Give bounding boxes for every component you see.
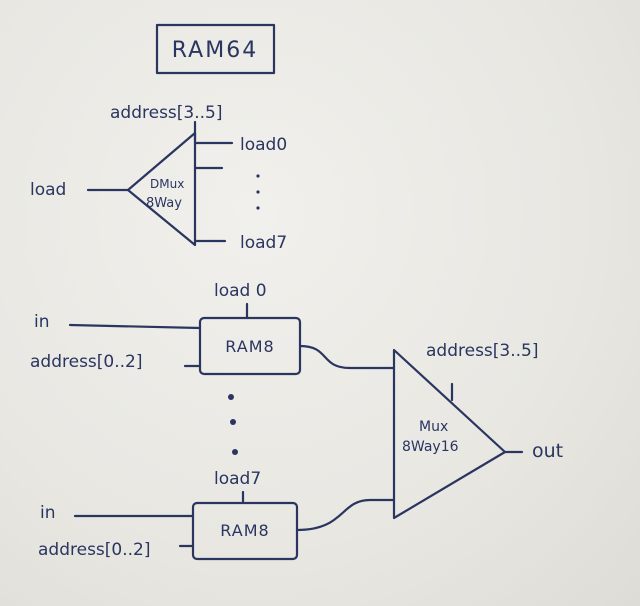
ram-bottom-label: RAM8 [220,521,269,540]
ram-top-load-label: load 0 [214,281,267,301]
ram-bottom-to-mux-wire [295,498,396,532]
ram-bottom-in-label: in [40,503,56,523]
title: RAM64 [172,38,258,63]
ram-bottom-load-label: load7 [214,469,261,489]
ram-dot-3 [232,449,238,455]
dmux-input-label: load [30,180,66,200]
dmux-out-label-0: load0 [240,135,287,155]
title-box [155,23,276,75]
dmux-select-label: address[3..5] [110,103,223,123]
dmux-out-label-7: load7 [240,233,287,253]
ram-bottom-address-label: address[0..2] [38,540,151,560]
mux-select-label: address[3..5] [426,341,539,361]
mux-label-2: 8Way16 [402,439,459,455]
ram-top-in-label: in [34,312,50,332]
dmux-dot-1 [256,174,260,178]
ram-top-label: RAM8 [225,337,274,356]
dmux-dot-2 [256,190,260,194]
ram-dot-1 [228,394,234,400]
mux-label-1: Mux [419,419,448,435]
dmux-triangle [126,131,197,247]
ram-top-to-mux-wire [298,344,396,370]
ram-top-address-label: address[0..2] [30,352,143,372]
ram-dot-2 [230,419,236,425]
mux-output-label: out [532,440,563,462]
ram-top-in-wire [68,323,202,330]
dmux-dot-3 [256,206,260,210]
dmux-label-2: 8Way [146,196,182,211]
mux-triangle [392,348,507,520]
dmux-label-1: DMux [150,177,184,191]
